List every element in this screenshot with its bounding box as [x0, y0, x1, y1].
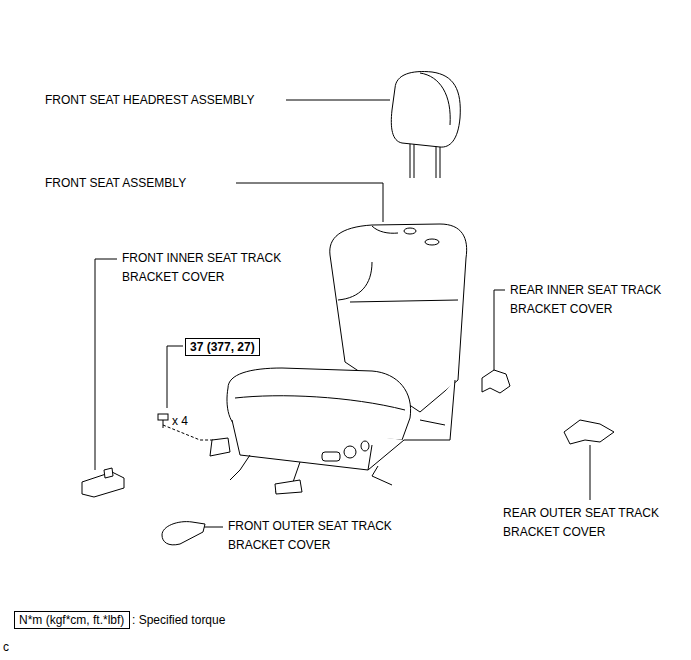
torque-value: N*m (kgf*cm, ft.*lbf) [19, 613, 124, 627]
part-name: REAR INNER SEAT TRACK BRACKET COVER [510, 281, 691, 319]
part-name: FRONT OUTER SEAT TRACK BRACKET COVER [228, 517, 418, 555]
torque-value: 37 (377, 27) [190, 340, 255, 354]
bolt [158, 414, 168, 428]
part-name: FRONT INNER SEAT TRACK BRACKET COVER [122, 249, 312, 287]
part-name: REAR OUTER SEAT TRACK BRACKET COVER [503, 504, 691, 542]
torque-box: 37 (377, 27) [185, 338, 260, 356]
part-name: FRONT SEAT ASSEMBLY [45, 174, 186, 193]
unit-box: N*m (kgf*cm, ft.*lbf) [14, 611, 130, 629]
legend-text: : Specified torque [132, 611, 225, 630]
headrest [391, 72, 460, 178]
figure-code: c [3, 638, 9, 657]
quantity: x 4 [172, 412, 188, 431]
part-name: FRONT SEAT HEADREST ASSEMBLY [45, 91, 255, 110]
